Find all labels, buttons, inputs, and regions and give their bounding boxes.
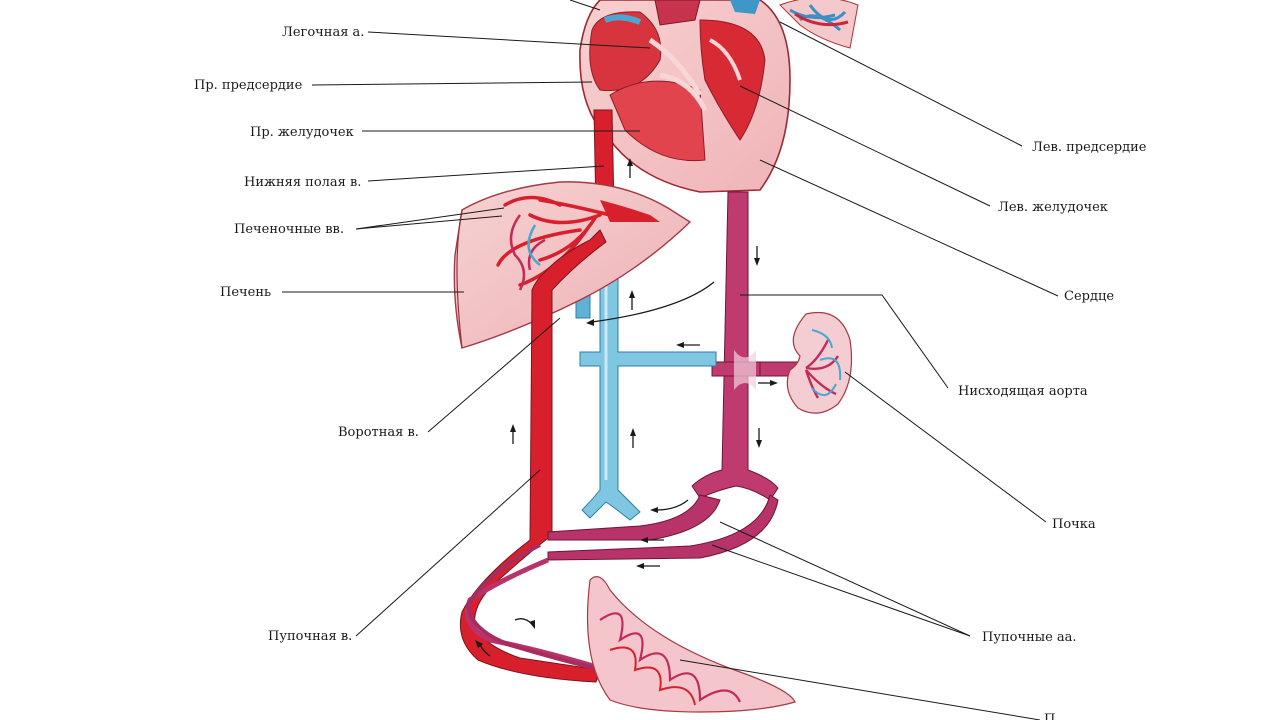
descending-aorta — [691, 191, 801, 501]
leader-lines — [282, 0, 1059, 720]
arrow-curve — [650, 499, 689, 513]
arrow-up — [510, 424, 516, 444]
lung-vessels — [779, 0, 859, 49]
arrow-left — [676, 342, 700, 348]
flow-arrows — [475, 158, 778, 657]
arrow-curve — [475, 640, 491, 657]
label-umbilical-arteries: Пупочные аа. — [982, 630, 1077, 645]
arrow-left — [636, 563, 660, 569]
placenta — [586, 576, 796, 713]
arrow-curve — [586, 281, 715, 326]
umbilical-arteries — [465, 494, 779, 674]
label-placenta: П — [1044, 712, 1055, 720]
label-liver: Печень — [220, 285, 271, 300]
label-portal-vein: Воротная в. — [338, 425, 419, 440]
label-inferior-vena-cava: Нижняя полая в. — [244, 175, 361, 190]
labels: Легочная а. Пр. предсердие Пр. желудочек… — [194, 25, 1147, 720]
kidney — [786, 312, 853, 414]
label-right-atrium: Пр. предсердие — [194, 78, 303, 93]
arrow-right — [758, 380, 778, 386]
arrow-curve — [514, 618, 535, 629]
label-umbilical-vein: Пупочная в. — [268, 629, 352, 644]
arrow-up — [630, 428, 636, 448]
label-descending-aorta: Нисходящая аорта — [958, 384, 1088, 399]
label-left-ventricle: Лев. желудочек — [998, 200, 1108, 215]
label-hepatic-veins: Печеночные вв. — [234, 222, 344, 237]
label-pulmonary-artery: Легочная а. — [282, 25, 364, 40]
label-kidney: Почка — [1052, 517, 1096, 532]
label-left-atrium: Лев. предсердие — [1032, 140, 1147, 155]
arrow-up — [629, 290, 635, 310]
arrow-up — [627, 158, 633, 178]
umbilical-vein — [459, 229, 607, 683]
label-heart: Сердце — [1064, 289, 1114, 304]
label-right-ventricle: Пр. желудочек — [250, 125, 354, 140]
arrow-left — [640, 537, 664, 543]
heart — [579, 0, 791, 193]
arrow-down — [754, 246, 760, 266]
arrow-down — [756, 428, 762, 448]
